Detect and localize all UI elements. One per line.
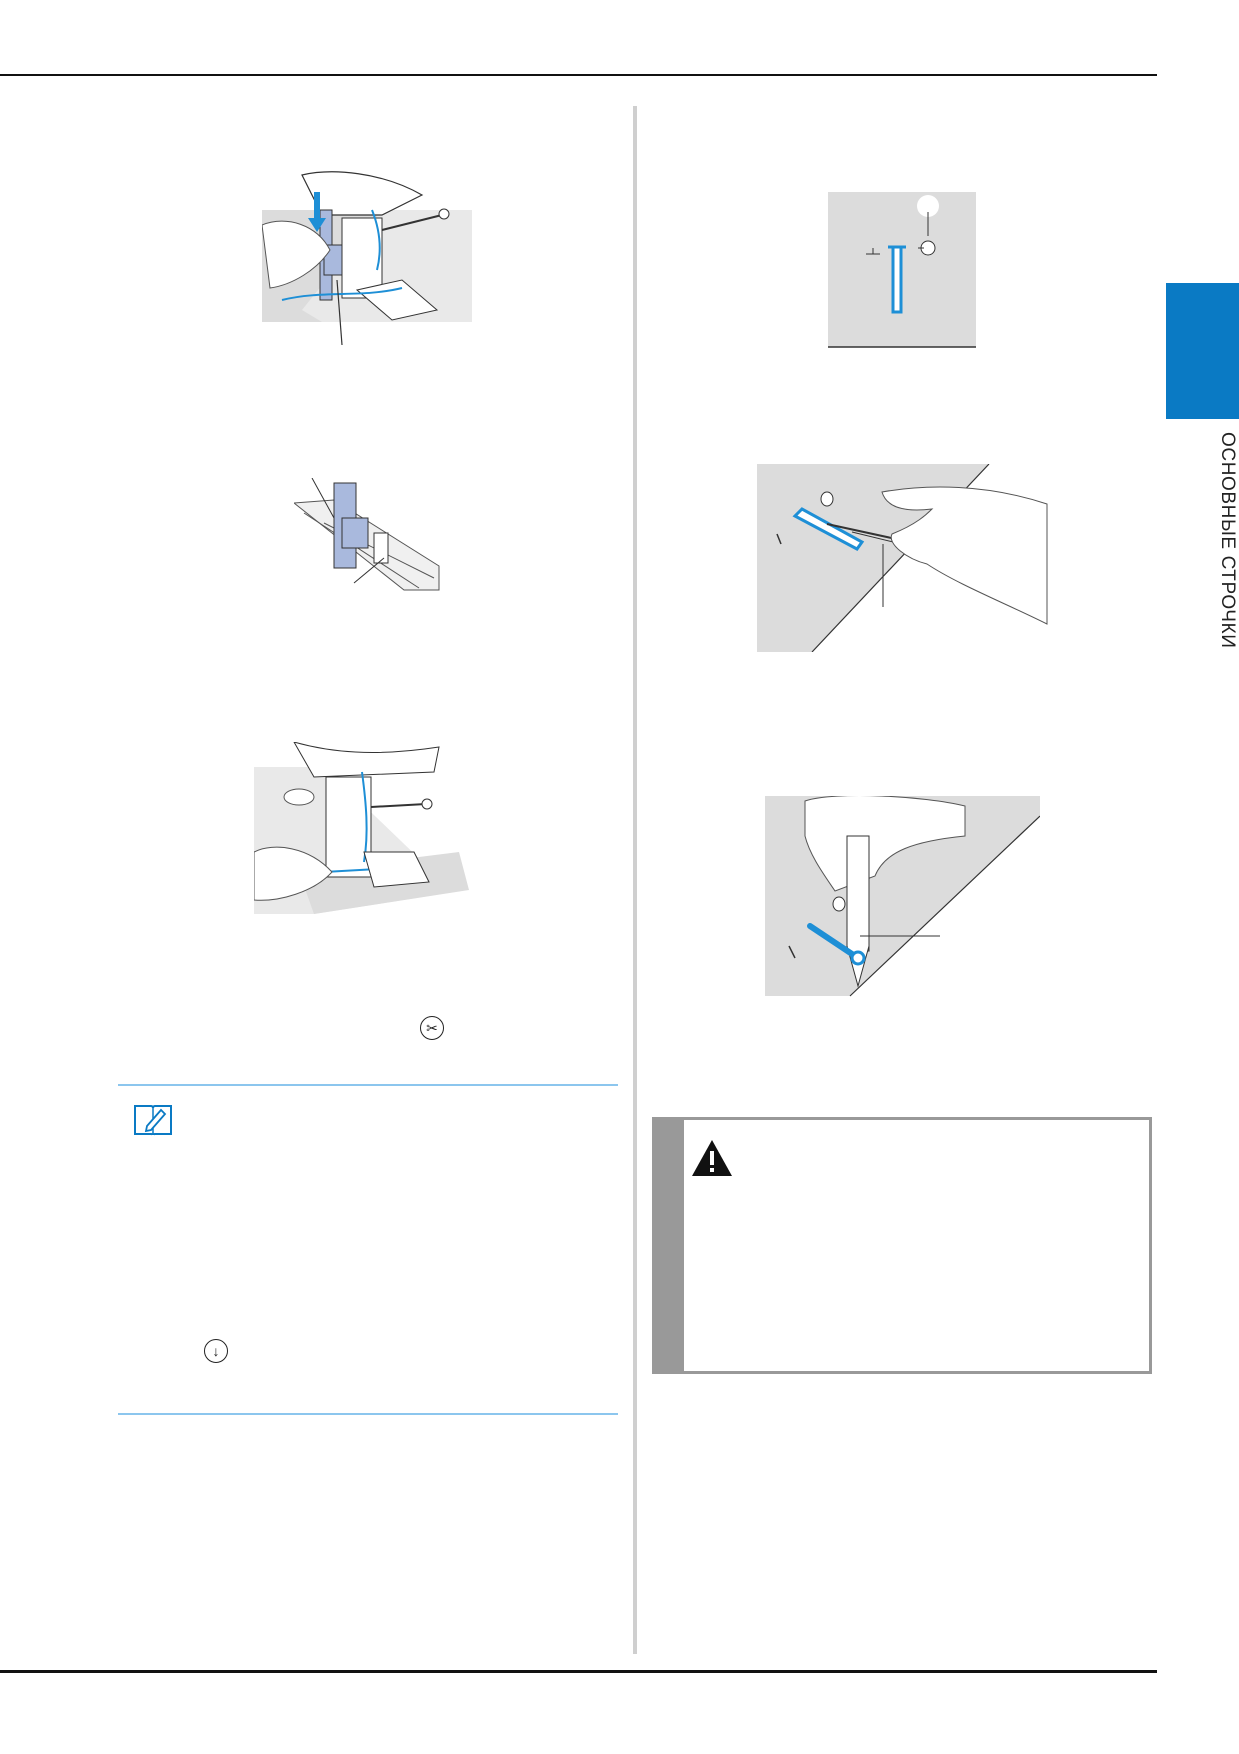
illustration-lever-bracket — [294, 478, 444, 603]
scissors-icon: ✂ — [420, 1016, 444, 1040]
bottom-rule — [0, 1670, 1157, 1673]
illustration-seam-ripper — [757, 464, 1049, 652]
top-rule — [0, 74, 1157, 76]
warning-icon — [690, 1138, 734, 1178]
caution-box — [652, 1117, 1152, 1374]
illustration-pin — [765, 796, 1040, 1001]
illustration-lower-lever — [262, 170, 482, 350]
column-divider — [633, 106, 637, 1654]
memo-bottom-rule — [118, 1413, 618, 1415]
chapter-tab-label: ОСНОВНЫЕ СТРОЧКИ — [1217, 432, 1238, 649]
illustration-buttonhole-diagram — [828, 192, 978, 352]
chapter-tab[interactable] — [1166, 283, 1239, 419]
illustration-pull-thread — [254, 742, 484, 917]
needle-icon: ↓ — [204, 1339, 228, 1363]
memo-icon — [133, 1100, 173, 1136]
caution-strip — [655, 1120, 684, 1371]
memo-top-rule — [118, 1084, 618, 1086]
